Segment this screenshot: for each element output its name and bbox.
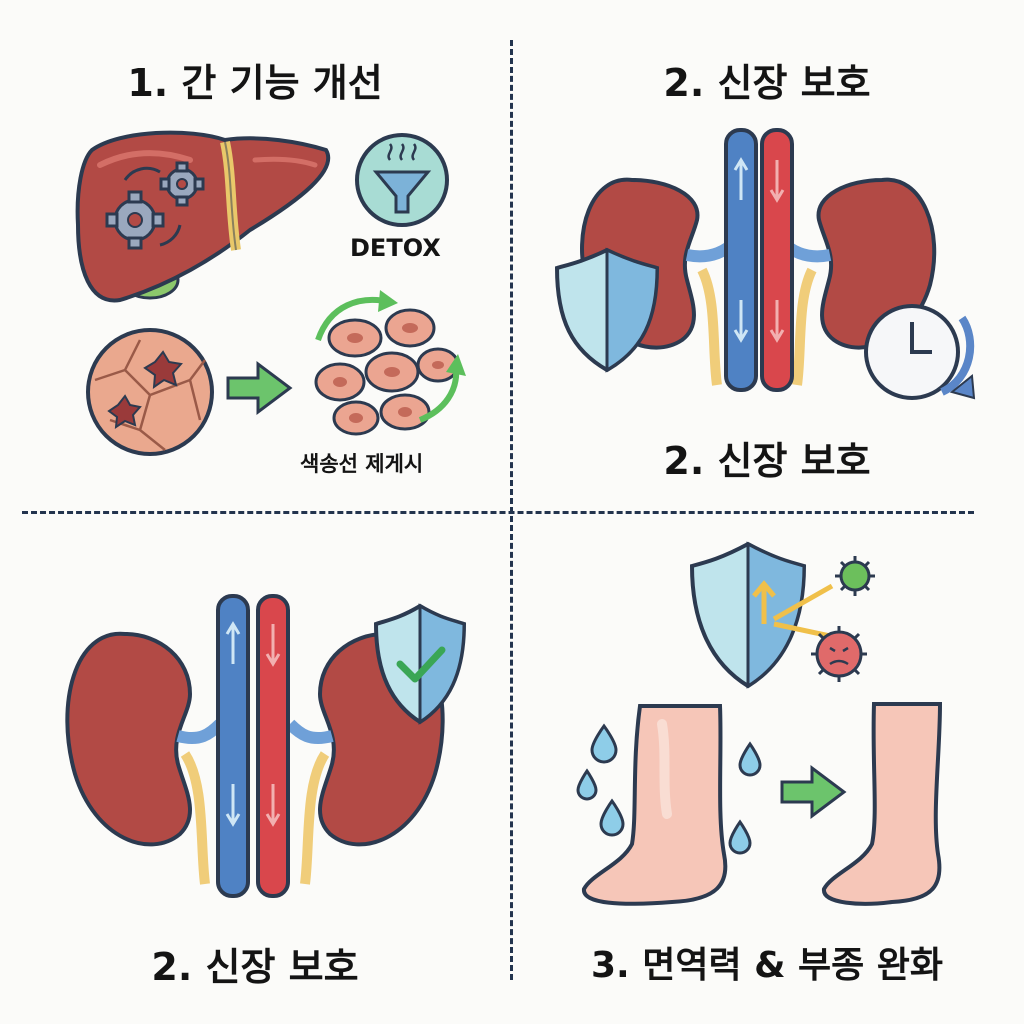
healthy-cells-icon: [314, 290, 466, 436]
kidney-panel-bottom-title: 2. 신장 보호: [151, 945, 359, 989]
immune-illustration: [576, 541, 943, 906]
kidney-illustration-bottom: [65, 594, 467, 898]
gear-icon: [105, 161, 205, 250]
healthy-leg-icon: [822, 702, 943, 906]
swollen-leg-icon: [582, 704, 728, 906]
kidney-panel-top: 2. 신장 보호 2. 신장 보호: [512, 0, 1022, 510]
arrow-right-icon: [780, 765, 847, 819]
immune-panel-title: 3. 면역력 & 부종 완화: [590, 945, 944, 986]
kidney-panel-top-subtitle: 2. 신장 보호: [663, 439, 871, 483]
kidney-panel-top-title: 2. 신장 보호: [663, 61, 871, 105]
shield-icon: [554, 247, 660, 373]
detox-label: DETOX: [350, 234, 441, 262]
liver-illustration: [75, 130, 466, 456]
liver-icon: [75, 130, 331, 303]
damaged-cell-icon: [86, 328, 214, 456]
arrow-right-icon: [226, 361, 293, 415]
shield-icon: [689, 541, 834, 689]
kidney-panel-bottom: 2. 신장 보호: [0, 514, 510, 1024]
kidney-illustration-top: [554, 128, 976, 400]
detox-funnel-icon: [355, 133, 449, 227]
liver-panel: 1. 간 기능 개선: [0, 0, 510, 510]
water-drop-icon: [576, 723, 762, 855]
clock-icon: [864, 304, 976, 400]
immune-panel: 3. 면역력 & 부종 완화: [512, 514, 1022, 1024]
liver-panel-title: 1. 간 기능 개선: [127, 61, 383, 105]
checkmark-shield-icon: [373, 603, 467, 725]
cell-label: 색송선 제게시: [300, 452, 424, 476]
vertical-divider: [510, 40, 513, 980]
kidney-icon: [65, 631, 445, 847]
horizontal-divider: [22, 511, 974, 514]
virus-icon: [811, 556, 875, 682]
